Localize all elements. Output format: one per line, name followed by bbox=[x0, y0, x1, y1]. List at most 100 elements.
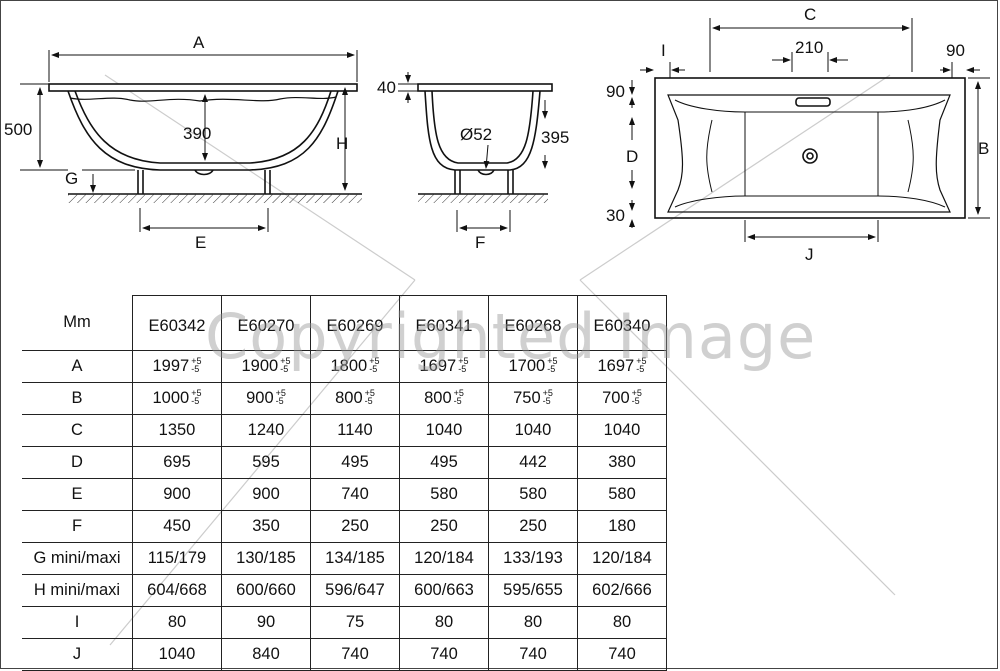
table-cell: 1697+5-5 bbox=[577, 350, 667, 383]
tolerance: +5-5 bbox=[191, 388, 202, 406]
table-cell: 134/185 bbox=[310, 542, 400, 575]
dim-label-40: 40 bbox=[377, 78, 396, 97]
table-cell: 1040 bbox=[399, 414, 489, 447]
table-cell: 250 bbox=[399, 510, 489, 543]
table-cell: 740 bbox=[310, 638, 400, 671]
table-cell: 596/647 bbox=[310, 574, 400, 607]
table-corner-label: Mm bbox=[63, 313, 91, 332]
table-cell: 600/660 bbox=[221, 574, 311, 607]
table-cell: 450 bbox=[132, 510, 222, 543]
table-cell: 1040 bbox=[132, 638, 222, 671]
cell-value: 1697 bbox=[597, 357, 635, 375]
tolerance: +5-5 bbox=[636, 356, 647, 374]
cell-value: 900 bbox=[246, 389, 274, 407]
cell-value: 80 bbox=[167, 613, 187, 631]
tolerance: +5-5 bbox=[542, 388, 553, 406]
cell-value: 495 bbox=[341, 453, 369, 471]
dim-label-f: F bbox=[475, 233, 485, 252]
table-cell: 740 bbox=[488, 638, 578, 671]
dim-label-210: 210 bbox=[795, 38, 823, 57]
table-cell: 130/185 bbox=[221, 542, 311, 575]
tolerance-minus: -5 bbox=[275, 396, 284, 406]
tolerance: +5-5 bbox=[458, 357, 468, 374]
model-header: E60268 bbox=[488, 295, 578, 351]
table-cell: 740 bbox=[577, 638, 667, 671]
table-cell: 900 bbox=[221, 478, 311, 511]
tolerance-plus: +5 bbox=[191, 388, 202, 398]
table-cell: 840 bbox=[221, 638, 311, 671]
cell-value: 1140 bbox=[337, 421, 373, 439]
cell-value: 1350 bbox=[158, 421, 196, 439]
dimensions-table: Mm E60342 E60270 E60269 E60341 E60268 E6… bbox=[22, 295, 667, 671]
cell-value: 600/663 bbox=[414, 581, 474, 599]
tolerance-minus: -5 bbox=[636, 364, 645, 374]
cell-value: 133/193 bbox=[503, 549, 563, 567]
cell-value: 180 bbox=[608, 517, 636, 535]
table-cell: 80 bbox=[132, 606, 222, 639]
dim-label-j: J bbox=[805, 245, 814, 264]
dim-label-30: 30 bbox=[606, 206, 625, 225]
tolerance-plus: +5 bbox=[542, 388, 553, 398]
table-cell: 595 bbox=[221, 446, 311, 479]
cell-value: 1900 bbox=[241, 357, 279, 375]
table-cell: 580 bbox=[488, 478, 578, 511]
table-cell: 1700+5-5 bbox=[488, 350, 578, 383]
table-cell: 115/179 bbox=[132, 542, 222, 575]
cell-value: 750 bbox=[513, 389, 541, 407]
table-cell: 1240 bbox=[221, 414, 311, 447]
cell-value: 595/655 bbox=[503, 581, 563, 599]
table-cell: 80 bbox=[488, 606, 578, 639]
table-cell: 800+5-5 bbox=[399, 382, 489, 415]
table-header-row: Mm E60342 E60270 E60269 E60341 E60268 E6… bbox=[22, 295, 667, 351]
cell-value: 595 bbox=[252, 453, 280, 471]
row-label: D bbox=[22, 446, 133, 479]
tolerance-minus: -5 bbox=[191, 364, 200, 374]
table-cell: 75 bbox=[310, 606, 400, 639]
table-cell: 1140 bbox=[310, 414, 400, 447]
table-cell: 740 bbox=[399, 638, 489, 671]
cell-value: 134/185 bbox=[325, 549, 385, 567]
tolerance: +5-5 bbox=[454, 389, 464, 406]
tolerance-minus: -5 bbox=[458, 364, 467, 374]
tolerance: +5-5 bbox=[191, 357, 201, 374]
tolerance-plus: +5 bbox=[364, 388, 375, 398]
row-label: B bbox=[22, 382, 133, 415]
table-cell: 750+5-5 bbox=[488, 382, 578, 415]
row-label: F bbox=[22, 510, 133, 543]
table-cell: 250 bbox=[310, 510, 400, 543]
table-cell: 602/666 bbox=[577, 574, 667, 607]
cell-value: 80 bbox=[434, 613, 454, 631]
table-cell: 900+5-5 bbox=[221, 382, 311, 415]
tolerance-plus: +5 bbox=[636, 356, 647, 366]
cell-value: 1000 bbox=[152, 389, 190, 407]
table-cell: 133/193 bbox=[488, 542, 578, 575]
cell-value: 1800 bbox=[330, 357, 368, 375]
dim-label-390: 390 bbox=[183, 124, 211, 143]
table-cell: 1800+5-5 bbox=[310, 350, 400, 383]
table-cell: 1900+5-5 bbox=[221, 350, 311, 383]
table-cell: 900 bbox=[132, 478, 222, 511]
table-cell: 120/184 bbox=[577, 542, 667, 575]
table-cell: 350 bbox=[221, 510, 311, 543]
row-label: J bbox=[22, 638, 133, 671]
cell-value: 1700 bbox=[508, 357, 546, 375]
side-view bbox=[20, 50, 362, 232]
cell-value: 596/647 bbox=[325, 581, 385, 599]
dim-label-500: 500 bbox=[4, 120, 32, 139]
table-cell: 604/668 bbox=[132, 574, 222, 607]
cell-value: 740 bbox=[430, 645, 458, 663]
model-header: E60270 bbox=[221, 295, 311, 351]
tolerance: +5-5 bbox=[632, 389, 642, 406]
tolerance: +5-5 bbox=[364, 388, 375, 406]
cell-value: 250 bbox=[430, 517, 458, 535]
dim-label-e: E bbox=[195, 233, 206, 252]
cell-value: 90 bbox=[256, 613, 276, 631]
cell-value: 800 bbox=[424, 389, 452, 407]
dim-label-b: B bbox=[978, 139, 989, 158]
row-label: C bbox=[22, 414, 133, 447]
cell-value: 900 bbox=[163, 485, 191, 503]
